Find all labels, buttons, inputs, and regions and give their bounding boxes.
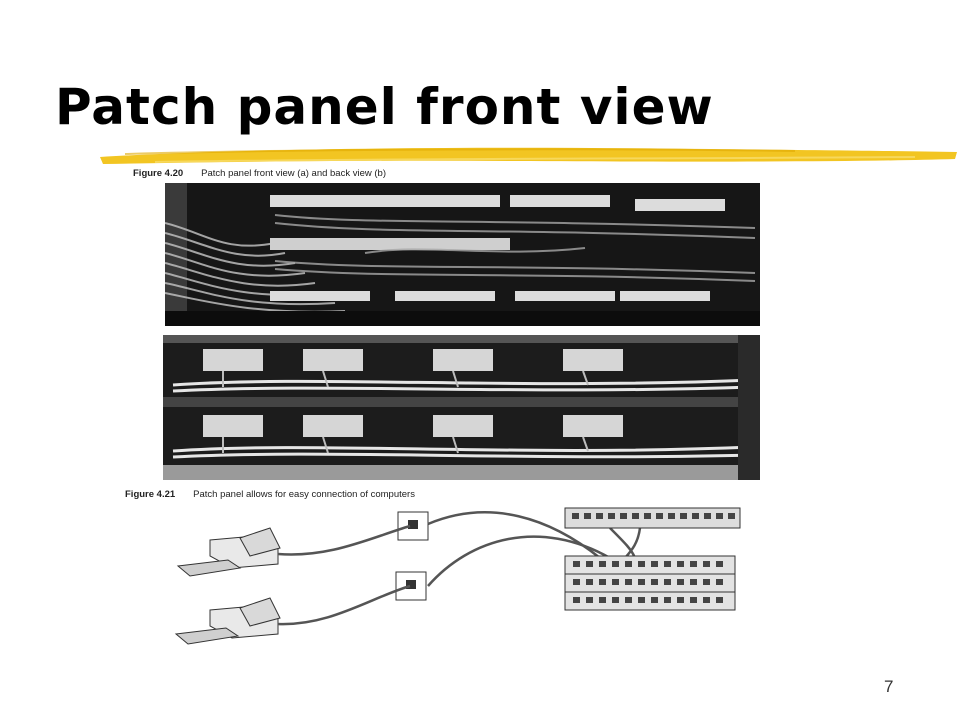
figure-4-21-text: Patch panel allows for easy connection o…: [193, 489, 415, 500]
figure-4-21-label: Figure 4.21: [125, 489, 176, 500]
patch-panel-stack-icon: [564, 555, 736, 611]
wall-jack-2-icon: [395, 571, 427, 601]
patch-panel-back-photo: [163, 335, 760, 480]
figure-4-21-caption: Figure 4.21 Patch panel allows for easy c…: [125, 489, 415, 500]
wall-jack-1-icon: [397, 511, 429, 541]
title-underline-brushstroke: [100, 147, 957, 164]
computer-2-icon: [174, 597, 281, 645]
patch-panel-front-photo: [165, 183, 760, 326]
figure-4-20-text: Patch panel front view (a) and back view…: [201, 168, 386, 179]
figure-4-20-caption: Figure 4.20 Patch panel front view (a) an…: [133, 168, 386, 179]
slide-title: Patch panel front view: [55, 78, 714, 136]
patch-panel-connection-diagram: [174, 507, 741, 645]
patch-panel-top-icon: [564, 507, 741, 529]
page-number: 7: [884, 677, 894, 696]
figure-4-20-label: Figure 4.20: [133, 168, 184, 179]
computer-1-icon: [176, 527, 281, 577]
